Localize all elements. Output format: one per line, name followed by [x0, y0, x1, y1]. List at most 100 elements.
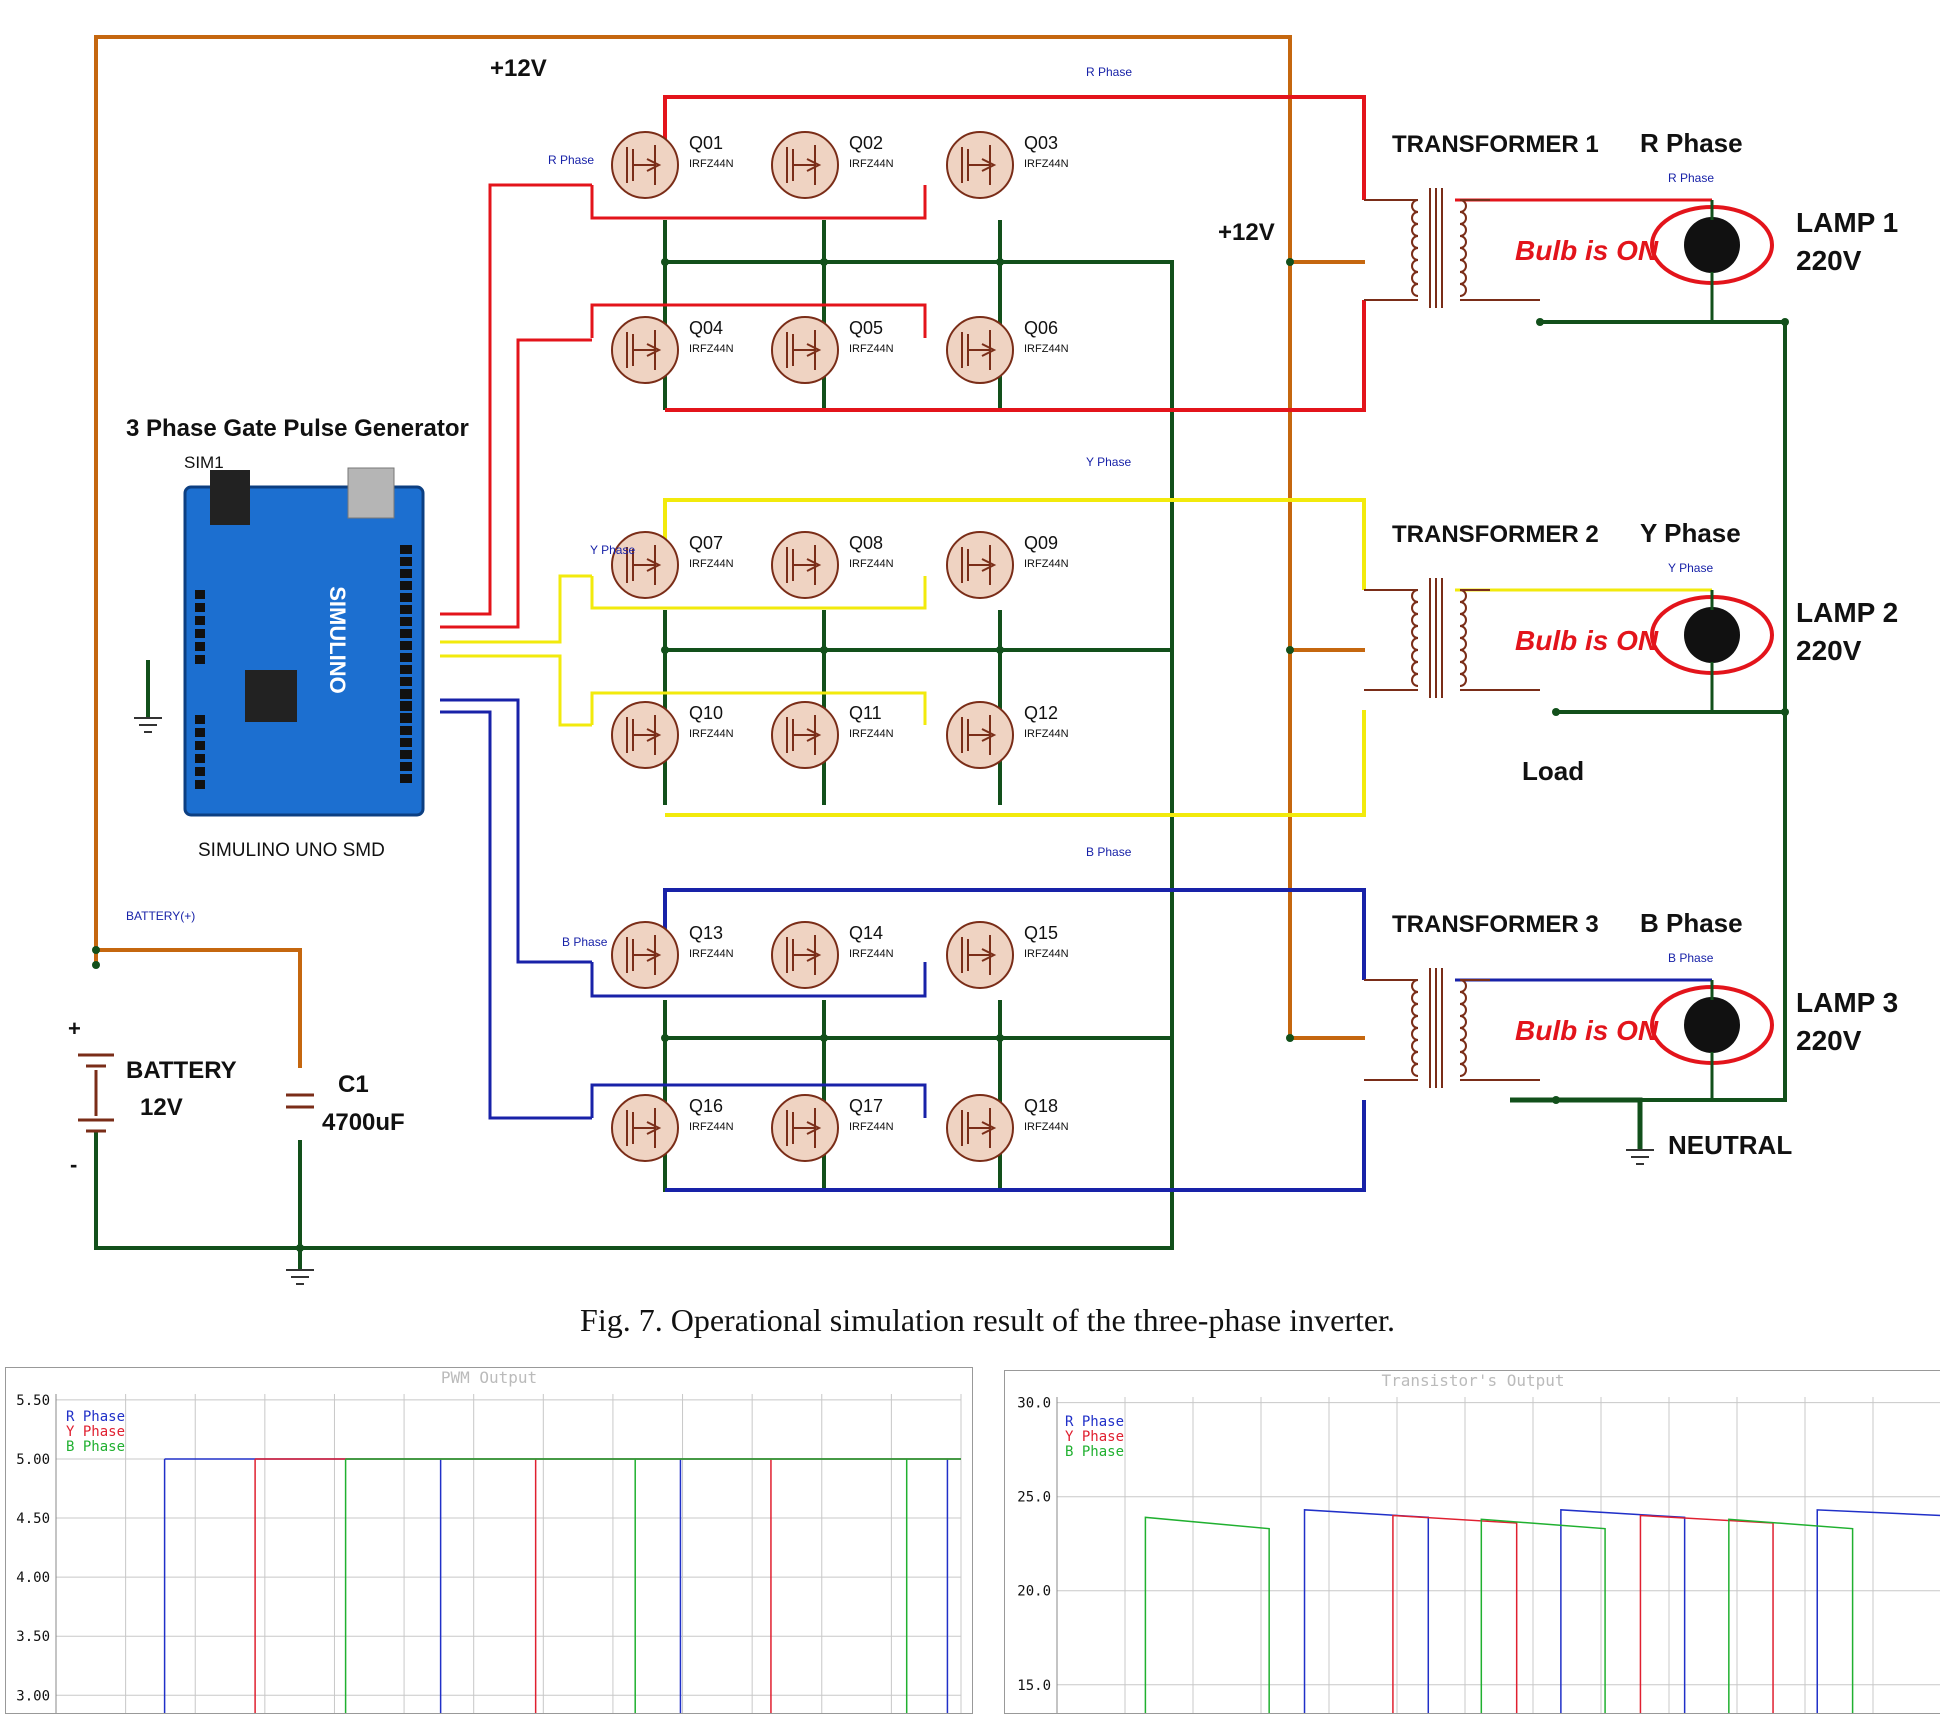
transistor-ref: Q03 [1024, 133, 1058, 153]
mosfet-symbol [786, 935, 822, 975]
mosfet-q16 [611, 1094, 679, 1162]
mosfet-symbol [626, 1108, 662, 1148]
header-pin [195, 590, 205, 599]
transformer-leads [1364, 979, 1540, 1081]
header-pin [400, 605, 412, 614]
microcontroller-chip [245, 670, 297, 722]
transistor-ref: Q02 [849, 133, 883, 153]
battery-terminal-tag: BATTERY(+) [126, 909, 195, 923]
transformer-core [1429, 188, 1443, 308]
figure-caption: Fig. 7. Operational simulation result of… [580, 1302, 1395, 1338]
supply-wire [94, 35, 1365, 1040]
transistor-part: IRFZ44N [849, 343, 894, 355]
header-pin [195, 767, 205, 776]
transformer-1 [1364, 188, 1540, 308]
junction-dot [996, 646, 1004, 654]
junction-dot [820, 646, 828, 654]
chart-grid [1056, 1397, 1940, 1713]
power-jack [210, 470, 250, 525]
series-line [1816, 1509, 1940, 1713]
mosfet-q11 [771, 701, 839, 769]
lamp-status: Bulb is ON [1515, 1015, 1659, 1046]
ground-wire [1510, 1097, 1643, 1150]
transformer-label: TRANSFORMER 1 [1392, 131, 1599, 158]
transistor-part: IRFZ44N [849, 948, 894, 960]
series-line [1144, 1516, 1270, 1713]
junction-dot [92, 961, 100, 969]
transformer-coils [1411, 199, 1467, 297]
y-tick-label: 20.0 [1017, 1584, 1051, 1600]
phase-label: Y Phase [1640, 518, 1741, 548]
b-phase-wire [590, 962, 927, 1118]
lamp-3 [1650, 980, 1774, 1102]
mosfet-q04 [611, 316, 679, 384]
header-pin [195, 616, 205, 625]
legend-r-phase: R Phase [1065, 1414, 1125, 1430]
y-tick-label: 4.00 [16, 1570, 50, 1586]
header-pin [195, 728, 205, 737]
transistor-ref: Q06 [1024, 318, 1058, 338]
header-pin [400, 665, 412, 674]
transistor-part: IRFZ44N [1024, 728, 1069, 740]
mosfet-q18 [946, 1094, 1014, 1162]
header-pin [400, 629, 412, 638]
header-pin [400, 750, 412, 759]
mosfet-q12 [946, 701, 1014, 769]
load-label: Load [1522, 756, 1584, 786]
lamp-bulb-icon [1684, 607, 1740, 663]
mosfet-symbol [626, 145, 662, 185]
legend-b-phase: B Phase [66, 1439, 126, 1455]
sim-label: SIM1 [184, 453, 224, 472]
b-phase-gate [440, 698, 592, 1120]
capacitor-symbol [286, 1093, 314, 1109]
transformer-coils [1411, 589, 1467, 687]
header-pin [400, 569, 412, 578]
transistor-part: IRFZ44N [849, 158, 894, 170]
junction-dot [296, 1244, 304, 1252]
series-line [1639, 1514, 1774, 1713]
lamp-2 [1650, 590, 1774, 712]
header-pin [400, 653, 412, 662]
transistor-part: IRFZ44N [689, 728, 734, 740]
transistor-ref: Q15 [1024, 923, 1058, 943]
mosfet-q08 [771, 531, 839, 599]
lamp-voltage: 220V [1796, 1025, 1862, 1056]
junction-dot [1781, 318, 1789, 326]
supply-label: +12V [490, 55, 547, 82]
junction-dot [1286, 258, 1294, 266]
lamp-name: LAMP 1 [1796, 207, 1898, 238]
y-tick-label: 3.00 [16, 1688, 50, 1704]
transistor-ref: Q04 [689, 318, 723, 338]
transistor-ref: Q07 [689, 533, 723, 553]
transistor-ref: Q08 [849, 533, 883, 553]
phase-label: R Phase [1640, 128, 1743, 158]
header-pin [400, 545, 412, 554]
series-line [1560, 1509, 1686, 1713]
chart-legend: R Phase Y Phase B Phase [1065, 1415, 1124, 1460]
transformer-2 [1364, 578, 1540, 698]
arduino-board [183, 467, 425, 817]
transformer-core [1429, 578, 1443, 698]
legend-y-phase: Y Phase [1065, 1429, 1125, 1445]
y-phase-gate [440, 574, 592, 727]
supply-wire [96, 948, 302, 1068]
transformer-label: TRANSFORMER 2 [1392, 521, 1599, 548]
lamp-voltage: 220V [1796, 635, 1862, 666]
chart-legend: R Phase Y Phase B Phase [66, 1410, 125, 1455]
mosfet-symbol [786, 715, 822, 755]
header-pin [400, 557, 412, 566]
series-line [1303, 1509, 1430, 1713]
transistor-part: IRFZ44N [849, 1121, 894, 1133]
series-line [1392, 1514, 1518, 1713]
series-line [1728, 1518, 1854, 1713]
header-pin [400, 641, 412, 650]
mosfet-symbol [961, 935, 997, 975]
series-line [254, 1458, 961, 1713]
board-logo: SIMULINO [325, 586, 350, 694]
transformer-leads [1364, 589, 1540, 691]
header-pin [400, 702, 412, 711]
transformer-leads [1364, 199, 1540, 301]
header-pin [400, 714, 412, 723]
mosfet-symbol [961, 545, 997, 585]
